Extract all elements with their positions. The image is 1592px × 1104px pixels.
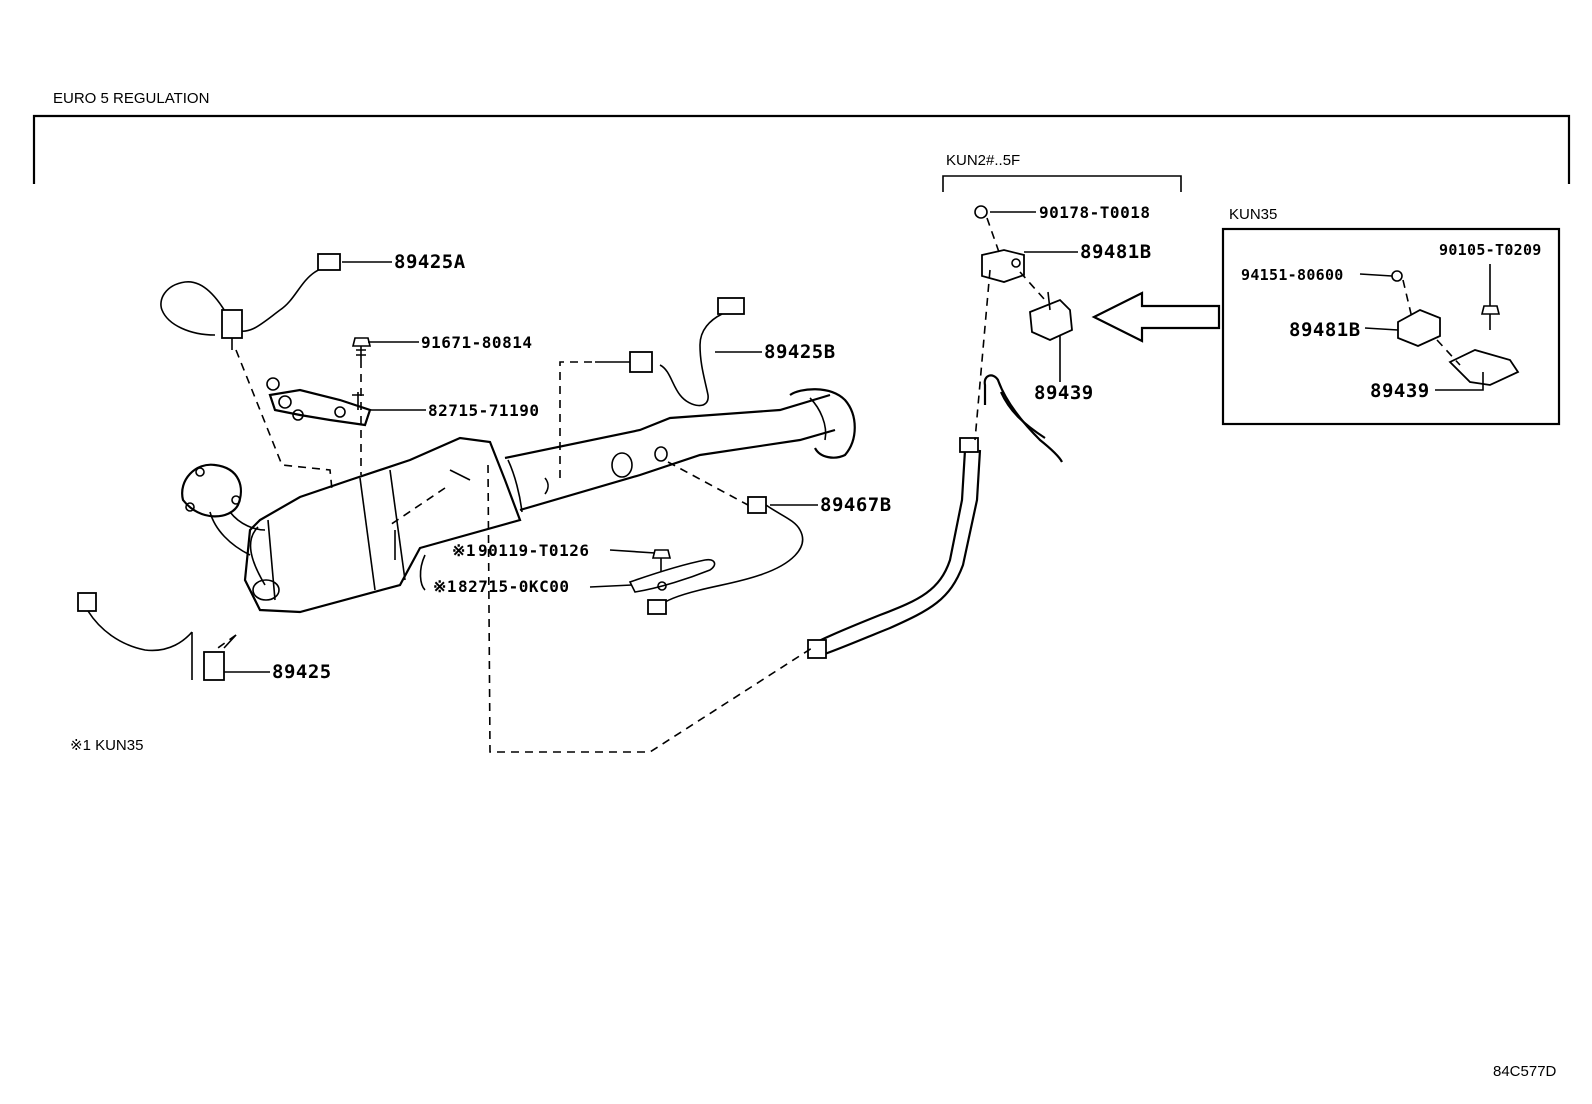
part-91671-80814[interactable]: 91671-80814 bbox=[421, 333, 533, 352]
bolt-91671-drawing bbox=[351, 337, 372, 360]
part-89467b[interactable]: 89467B bbox=[820, 494, 892, 516]
kun35-group-title: KUN35 bbox=[1229, 206, 1278, 223]
part-82715-0kc00-mark: ※1 bbox=[433, 577, 458, 596]
sensor-bracket-drawing bbox=[266, 377, 372, 427]
vsv-kun35-drawing bbox=[1391, 270, 1520, 386]
part-89481b-main[interactable]: 89481B bbox=[1080, 241, 1152, 263]
part-89425[interactable]: 89425 bbox=[272, 661, 332, 683]
euro5-frame bbox=[32, 114, 1571, 184]
sensor-89425a-drawing bbox=[160, 253, 341, 350]
vsv-main-drawing bbox=[974, 205, 1073, 341]
connection-lines bbox=[214, 217, 1461, 753]
part-90119-mark: ※1 bbox=[452, 541, 477, 560]
part-82715-0kc00[interactable]: 82715-0KC00 bbox=[458, 577, 570, 596]
part-94151-80600[interactable]: 94151-80600 bbox=[1241, 266, 1344, 284]
leader-lines bbox=[224, 211, 1491, 673]
part-90119-t0126[interactable]: 90119-T0126 bbox=[478, 541, 590, 560]
sensor-89467b-drawing bbox=[647, 496, 804, 615]
converter-assembly bbox=[181, 388, 856, 614]
part-90178-t0018[interactable]: 90178-T0018 bbox=[1039, 203, 1151, 222]
vacuum-hose-drawing bbox=[807, 374, 1063, 659]
clamp-0kc00-drawing bbox=[628, 549, 716, 593]
part-89481b-kun35[interactable]: 89481B bbox=[1289, 319, 1361, 341]
part-82715-71190[interactable]: 82715-71190 bbox=[428, 401, 540, 420]
part-89439-main[interactable]: 89439 bbox=[1034, 382, 1094, 404]
footnote: ※1 KUN35 bbox=[70, 737, 144, 754]
part-90105-t0209[interactable]: 90105-T0209 bbox=[1439, 241, 1542, 259]
direction-arrow bbox=[1091, 291, 1221, 343]
part-89425a[interactable]: 89425A bbox=[394, 251, 466, 273]
part-89425b[interactable]: 89425B bbox=[764, 341, 836, 363]
kun2-bracket bbox=[942, 175, 1182, 192]
regulation-title: EURO 5 REGULATION bbox=[53, 90, 210, 107]
kun35-box bbox=[1221, 227, 1561, 426]
sensor-89425b-drawing bbox=[595, 297, 745, 407]
part-89439-kun35[interactable]: 89439 bbox=[1370, 380, 1430, 402]
kun2-group-title: KUN2#..5F bbox=[946, 152, 1021, 169]
sensor-89425-drawing bbox=[77, 592, 237, 681]
diagram-id: 84C577D bbox=[1493, 1063, 1557, 1080]
